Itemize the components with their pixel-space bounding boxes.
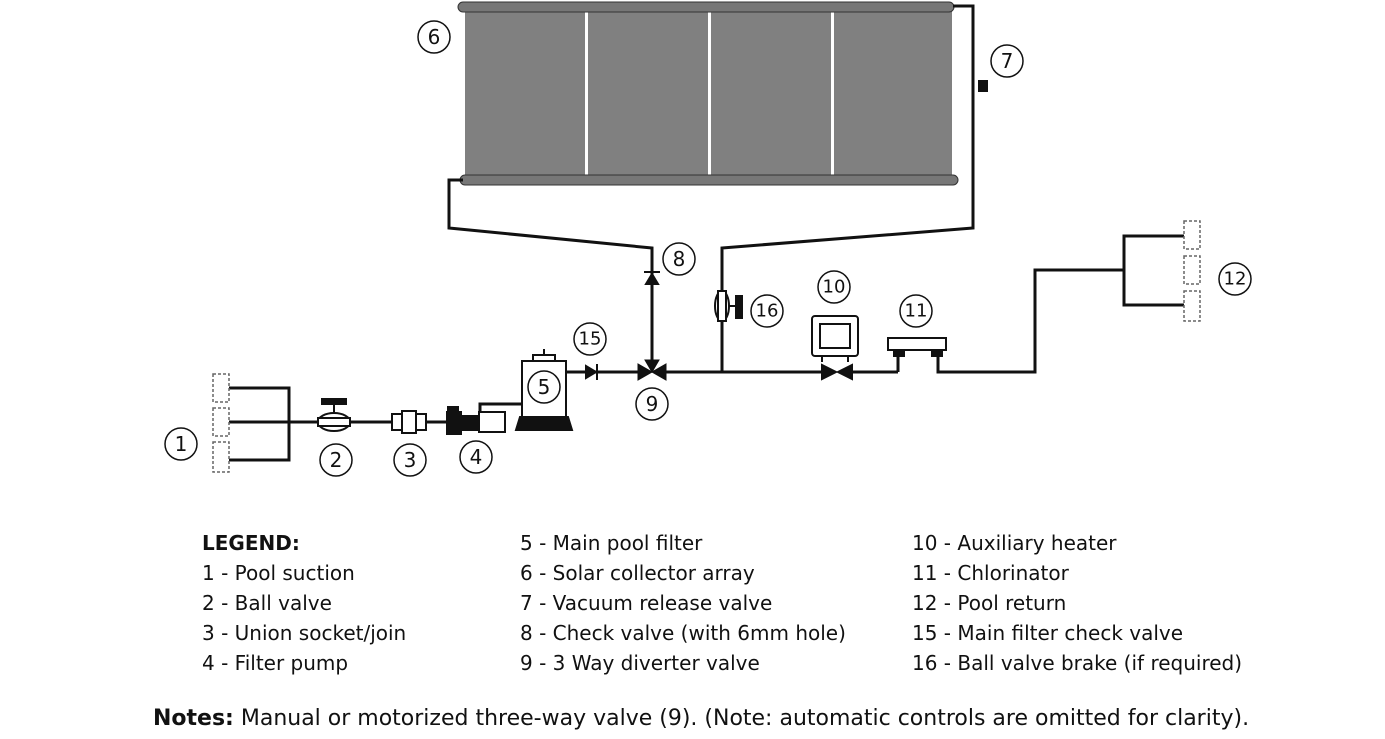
legend-title: LEGEND:: [202, 531, 300, 555]
legend-item: 3 - Union socket/join: [202, 621, 407, 645]
main-filter-check-valve-icon: [585, 364, 598, 380]
legend-column-2: 5 - Main pool filter 6 - Solar collector…: [520, 528, 846, 678]
notes-label: Notes:: [153, 706, 234, 731]
solar-collector-array: [457, 1, 959, 186]
callout-8: [662, 242, 696, 276]
callout-2-label: 2: [330, 448, 343, 472]
callout-7-label: 7: [1001, 49, 1014, 73]
callout-3-label: 3: [404, 448, 417, 472]
legend-item: 16 - Ball valve brake (if required): [912, 651, 1243, 675]
vacuum-release-valve-icon: [978, 80, 988, 92]
callout-15-label: 15: [579, 329, 602, 350]
legend-item: 6 - Solar collector array: [520, 561, 755, 585]
callout-12: [1218, 262, 1252, 296]
callout-9-label: 9: [646, 392, 659, 416]
legend-item: 8 - Check valve (with 6mm hole): [520, 621, 846, 645]
callout-5: [527, 370, 561, 404]
callout-4-label: 4: [470, 445, 483, 469]
callout-4: [459, 440, 493, 474]
legend-item: 1 - Pool suction: [202, 561, 355, 585]
chlorinator-icon: [887, 337, 947, 357]
union-socket-icon: [391, 410, 427, 434]
callout-15: [573, 322, 607, 356]
three-way-diverter-valve-icon: [637, 359, 667, 381]
legend-column-3: 10 - Auxiliary heater 11 - Chlorinator 1…: [912, 528, 1242, 678]
legend-item: 5 - Main pool filter: [520, 531, 703, 555]
legend-item: 12 - Pool return: [912, 591, 1067, 615]
callout-1-label: 1: [175, 432, 188, 456]
callout-9: [635, 387, 669, 421]
legend-item: 4 - Filter pump: [202, 651, 349, 675]
legend-item: 10 - Auxiliary heater: [912, 531, 1117, 555]
callout-16: [750, 294, 784, 328]
callout-1: [164, 427, 198, 461]
filter-pump-icon: [446, 406, 506, 435]
callout-10-label: 10: [823, 277, 846, 298]
pool-suction-fittings: [212, 373, 230, 473]
callout-16-label: 16: [756, 301, 779, 322]
pool-return-fittings: [1183, 220, 1201, 322]
solar-pool-plumbing-diagram: 1 2 3 4 5 6 7 8 9 10 11 12 15 16: [164, 1, 1252, 477]
callout-2: [319, 443, 353, 477]
callout-12-label: 12: [1224, 269, 1247, 290]
callout-6-label: 6: [428, 25, 441, 49]
ball-valve-icon: [317, 398, 351, 432]
callout-5-label: 5: [538, 375, 551, 399]
ball-valve-brake-icon: [714, 290, 743, 322]
callout-numbers: [164, 20, 1252, 477]
pipework: [229, 4, 1184, 462]
legend-column-1: LEGEND: 1 - Pool suction 2 - Ball valve …: [202, 528, 406, 678]
callout-11: [899, 294, 933, 328]
callout-7: [990, 44, 1024, 78]
auxiliary-heater-icon: [811, 315, 859, 381]
check-valve-icon: [644, 271, 660, 285]
notes: Notes: Manual or motorized three-way val…: [153, 706, 1249, 731]
legend-item: 15 - Main filter check valve: [912, 621, 1184, 645]
callout-8-label: 8: [673, 247, 686, 271]
legend-item: 2 - Ball valve: [202, 591, 332, 615]
callout-11-label: 11: [905, 301, 928, 322]
legend-item: 7 - Vacuum release valve: [520, 591, 773, 615]
callout-6: [417, 20, 451, 54]
callout-3: [393, 443, 427, 477]
callout-10: [817, 270, 851, 304]
legend-item: 11 - Chlorinator: [912, 561, 1069, 585]
notes-text: Manual or motorized three-way valve (9).…: [233, 706, 1250, 731]
legend-item: 9 - 3 Way diverter valve: [520, 651, 760, 675]
